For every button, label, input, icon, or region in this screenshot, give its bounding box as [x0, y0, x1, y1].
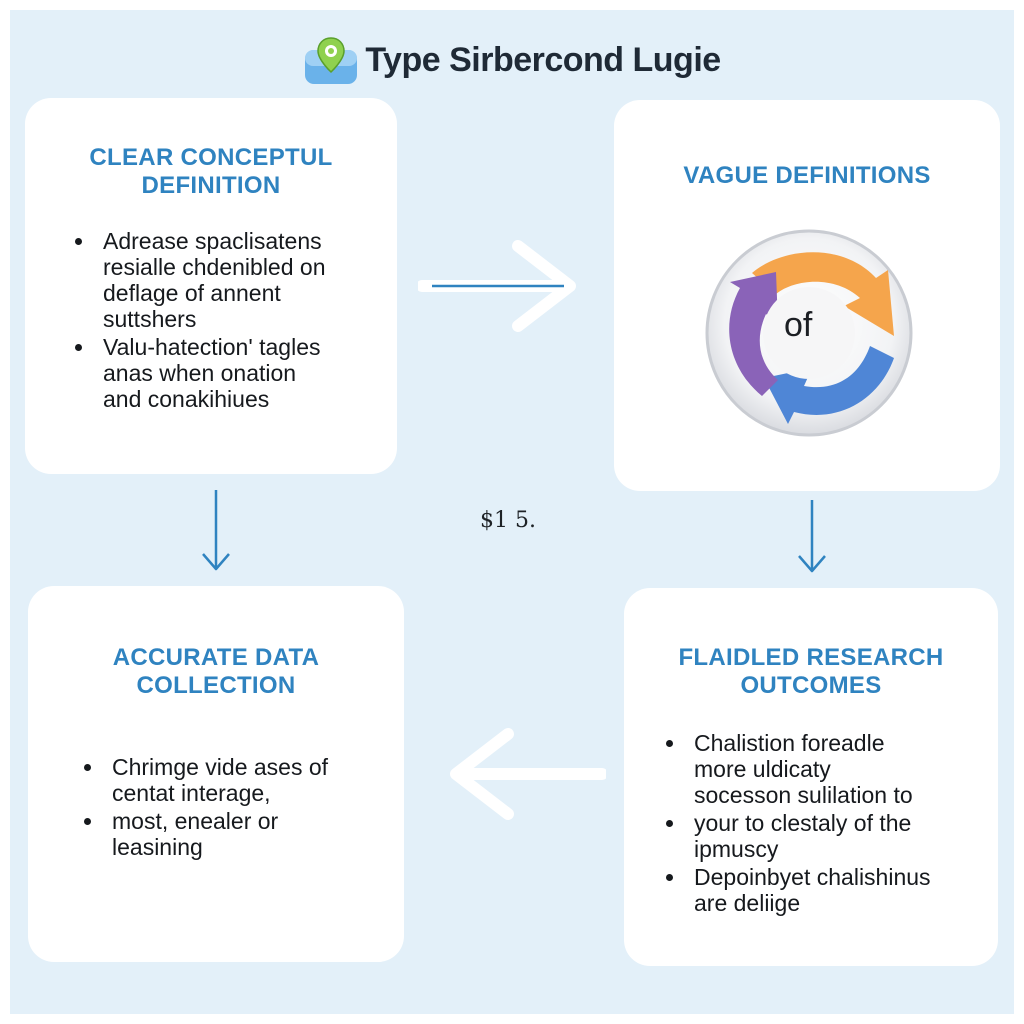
- card-title-line: VAGUE DEFINITIONS: [683, 162, 931, 189]
- bullet-line: Depoinbyet chalishinus: [694, 864, 931, 890]
- location-pin-logo-icon: [305, 37, 358, 84]
- clear-definition-card: CLEAR CONCEPTUL DEFINITION Adrease spacl…: [25, 98, 397, 474]
- bullet-line: centat interage,: [112, 780, 271, 806]
- bullet-list: Chalistion foreadle more uldicaty socess…: [664, 730, 931, 918]
- bullet-line: and conakihiues: [103, 386, 270, 412]
- card-title-line: DEFINITION: [141, 172, 281, 199]
- bullet-line: Adrease spaclisatens: [103, 228, 322, 254]
- accurate-data-card: ACCURATE DATA COLLECTION Chrimge vide as…: [28, 586, 404, 962]
- header: Type Sirbercond Lugie: [10, 28, 1014, 92]
- bullet-line: leasining: [112, 834, 203, 860]
- arrow-left-icon: [450, 728, 606, 820]
- bullet-line: are deliige: [694, 890, 801, 916]
- flawed-outcomes-card: FLAIDLED RESEARCH OUTCOMES Chalistion fo…: [624, 588, 998, 966]
- card-title-line: FLAIDLED RESEARCH: [678, 644, 944, 671]
- bullet-list: Chrimge vide ases of centat interage, mo…: [82, 754, 328, 862]
- cycle-label: of: [784, 306, 813, 344]
- page-title: Type Sirbercond Lugie: [365, 40, 721, 79]
- bullet-line: more uldicaty: [694, 756, 831, 782]
- bullet-line: resialle chdenibled on: [103, 254, 326, 280]
- bullet-line: anas when onation: [103, 360, 297, 386]
- vague-definitions-card: VAGUE DEFINITIONS of: [614, 100, 1000, 491]
- card-title: CLEAR CONCEPTUL DEFINITION: [25, 144, 397, 200]
- center-label: $1 5.: [480, 508, 536, 533]
- diagram-canvas: Type Sirbercond Lugie CLEAR CONCEPTUL DE…: [10, 10, 1014, 1014]
- list-item: most, enealer or leasining: [82, 808, 328, 860]
- list-item: Chrimge vide ases of centat interage,: [82, 754, 328, 806]
- bullet-line: Chrimge vide ases of: [112, 754, 329, 780]
- list-item: your to clestaly of the ipmuscy: [664, 810, 931, 862]
- bullet-line: most, enealer or: [112, 808, 279, 834]
- cycle-arrows-icon: [705, 229, 913, 437]
- list-item: Valu-hatection' tagles anas when onation…: [73, 334, 326, 412]
- bullet-line: suttshers: [103, 306, 197, 332]
- card-title: ACCURATE DATA COLLECTION: [28, 644, 404, 700]
- bullet-line: ipmuscy: [694, 836, 779, 862]
- bullet-line: Chalistion foreadle: [694, 730, 885, 756]
- arrow-right-icon: [418, 240, 576, 332]
- card-title-line: OUTCOMES: [740, 672, 882, 699]
- card-title-line: ACCURATE DATA: [112, 644, 320, 671]
- list-item: Depoinbyet chalishinus are deliige: [664, 864, 931, 916]
- bullet-line: Valu-hatection' tagles: [103, 334, 321, 360]
- arrow-down-icon: [798, 500, 826, 573]
- bullet-line: socesson sulilation to: [694, 782, 913, 808]
- bullet-line: your to clestaly of the: [694, 810, 912, 836]
- list-item: Adrease spaclisatens resialle chdenibled…: [73, 228, 326, 332]
- bullet-list: Adrease spaclisatens resialle chdenibled…: [73, 228, 326, 414]
- card-title: FLAIDLED RESEARCH OUTCOMES: [624, 644, 998, 700]
- card-title-line: CLEAR CONCEPTUL: [89, 144, 333, 171]
- list-item: Chalistion foreadle more uldicaty socess…: [664, 730, 931, 808]
- bullet-line: deflage of annent: [103, 280, 281, 306]
- card-title: VAGUE DEFINITIONS: [614, 162, 1000, 190]
- card-title-line: COLLECTION: [136, 672, 296, 699]
- arrow-down-icon: [202, 490, 230, 571]
